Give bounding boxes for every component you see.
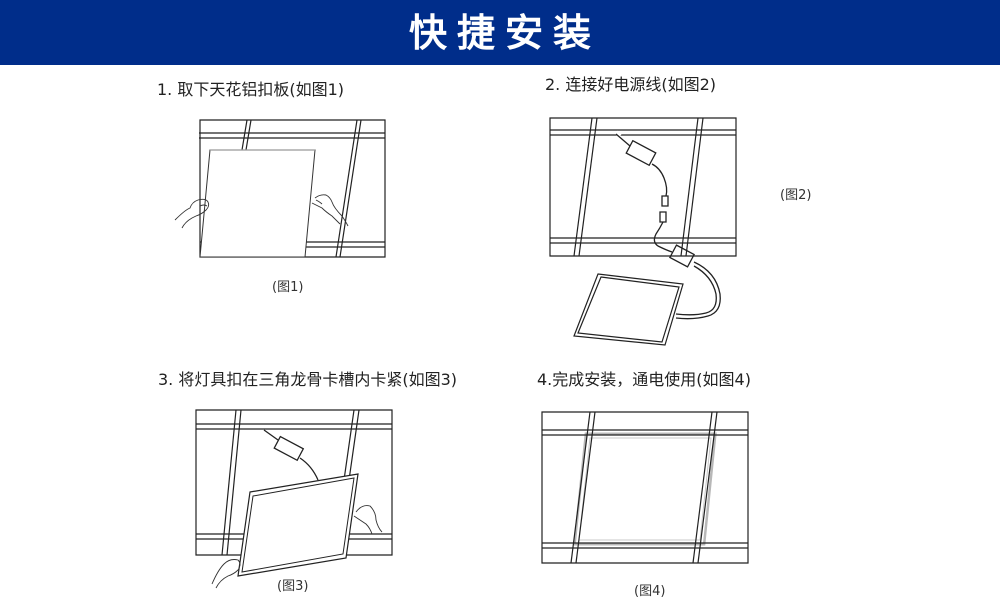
step-3-title: 3. 将灯具扣在三角龙骨卡槽内卡紧(如图3) <box>158 370 458 389</box>
step-4-title: 4.完成安装，通电使用(如图4) <box>537 370 751 389</box>
figure-3-caption: (图3) <box>277 579 309 594</box>
connect-power-cable-diagram-icon <box>548 116 748 346</box>
page-title: 快捷安装 <box>408 10 601 55</box>
header-banner: 快捷安装 <box>0 0 1000 65</box>
step-2-title: 2. 连接好电源线(如图2) <box>545 75 717 94</box>
installed-panel-light-diagram-icon <box>540 410 750 565</box>
step-1-title: 1. 取下天花铝扣板(如图1) <box>157 80 345 99</box>
figure-2-caption: (图2) <box>780 188 812 203</box>
insert-panel-light-diagram-icon <box>192 408 402 578</box>
figure-1-caption: (图1) <box>272 280 304 295</box>
figure-4-caption: (图4) <box>634 584 666 599</box>
remove-ceiling-panel-diagram-icon <box>170 118 390 260</box>
